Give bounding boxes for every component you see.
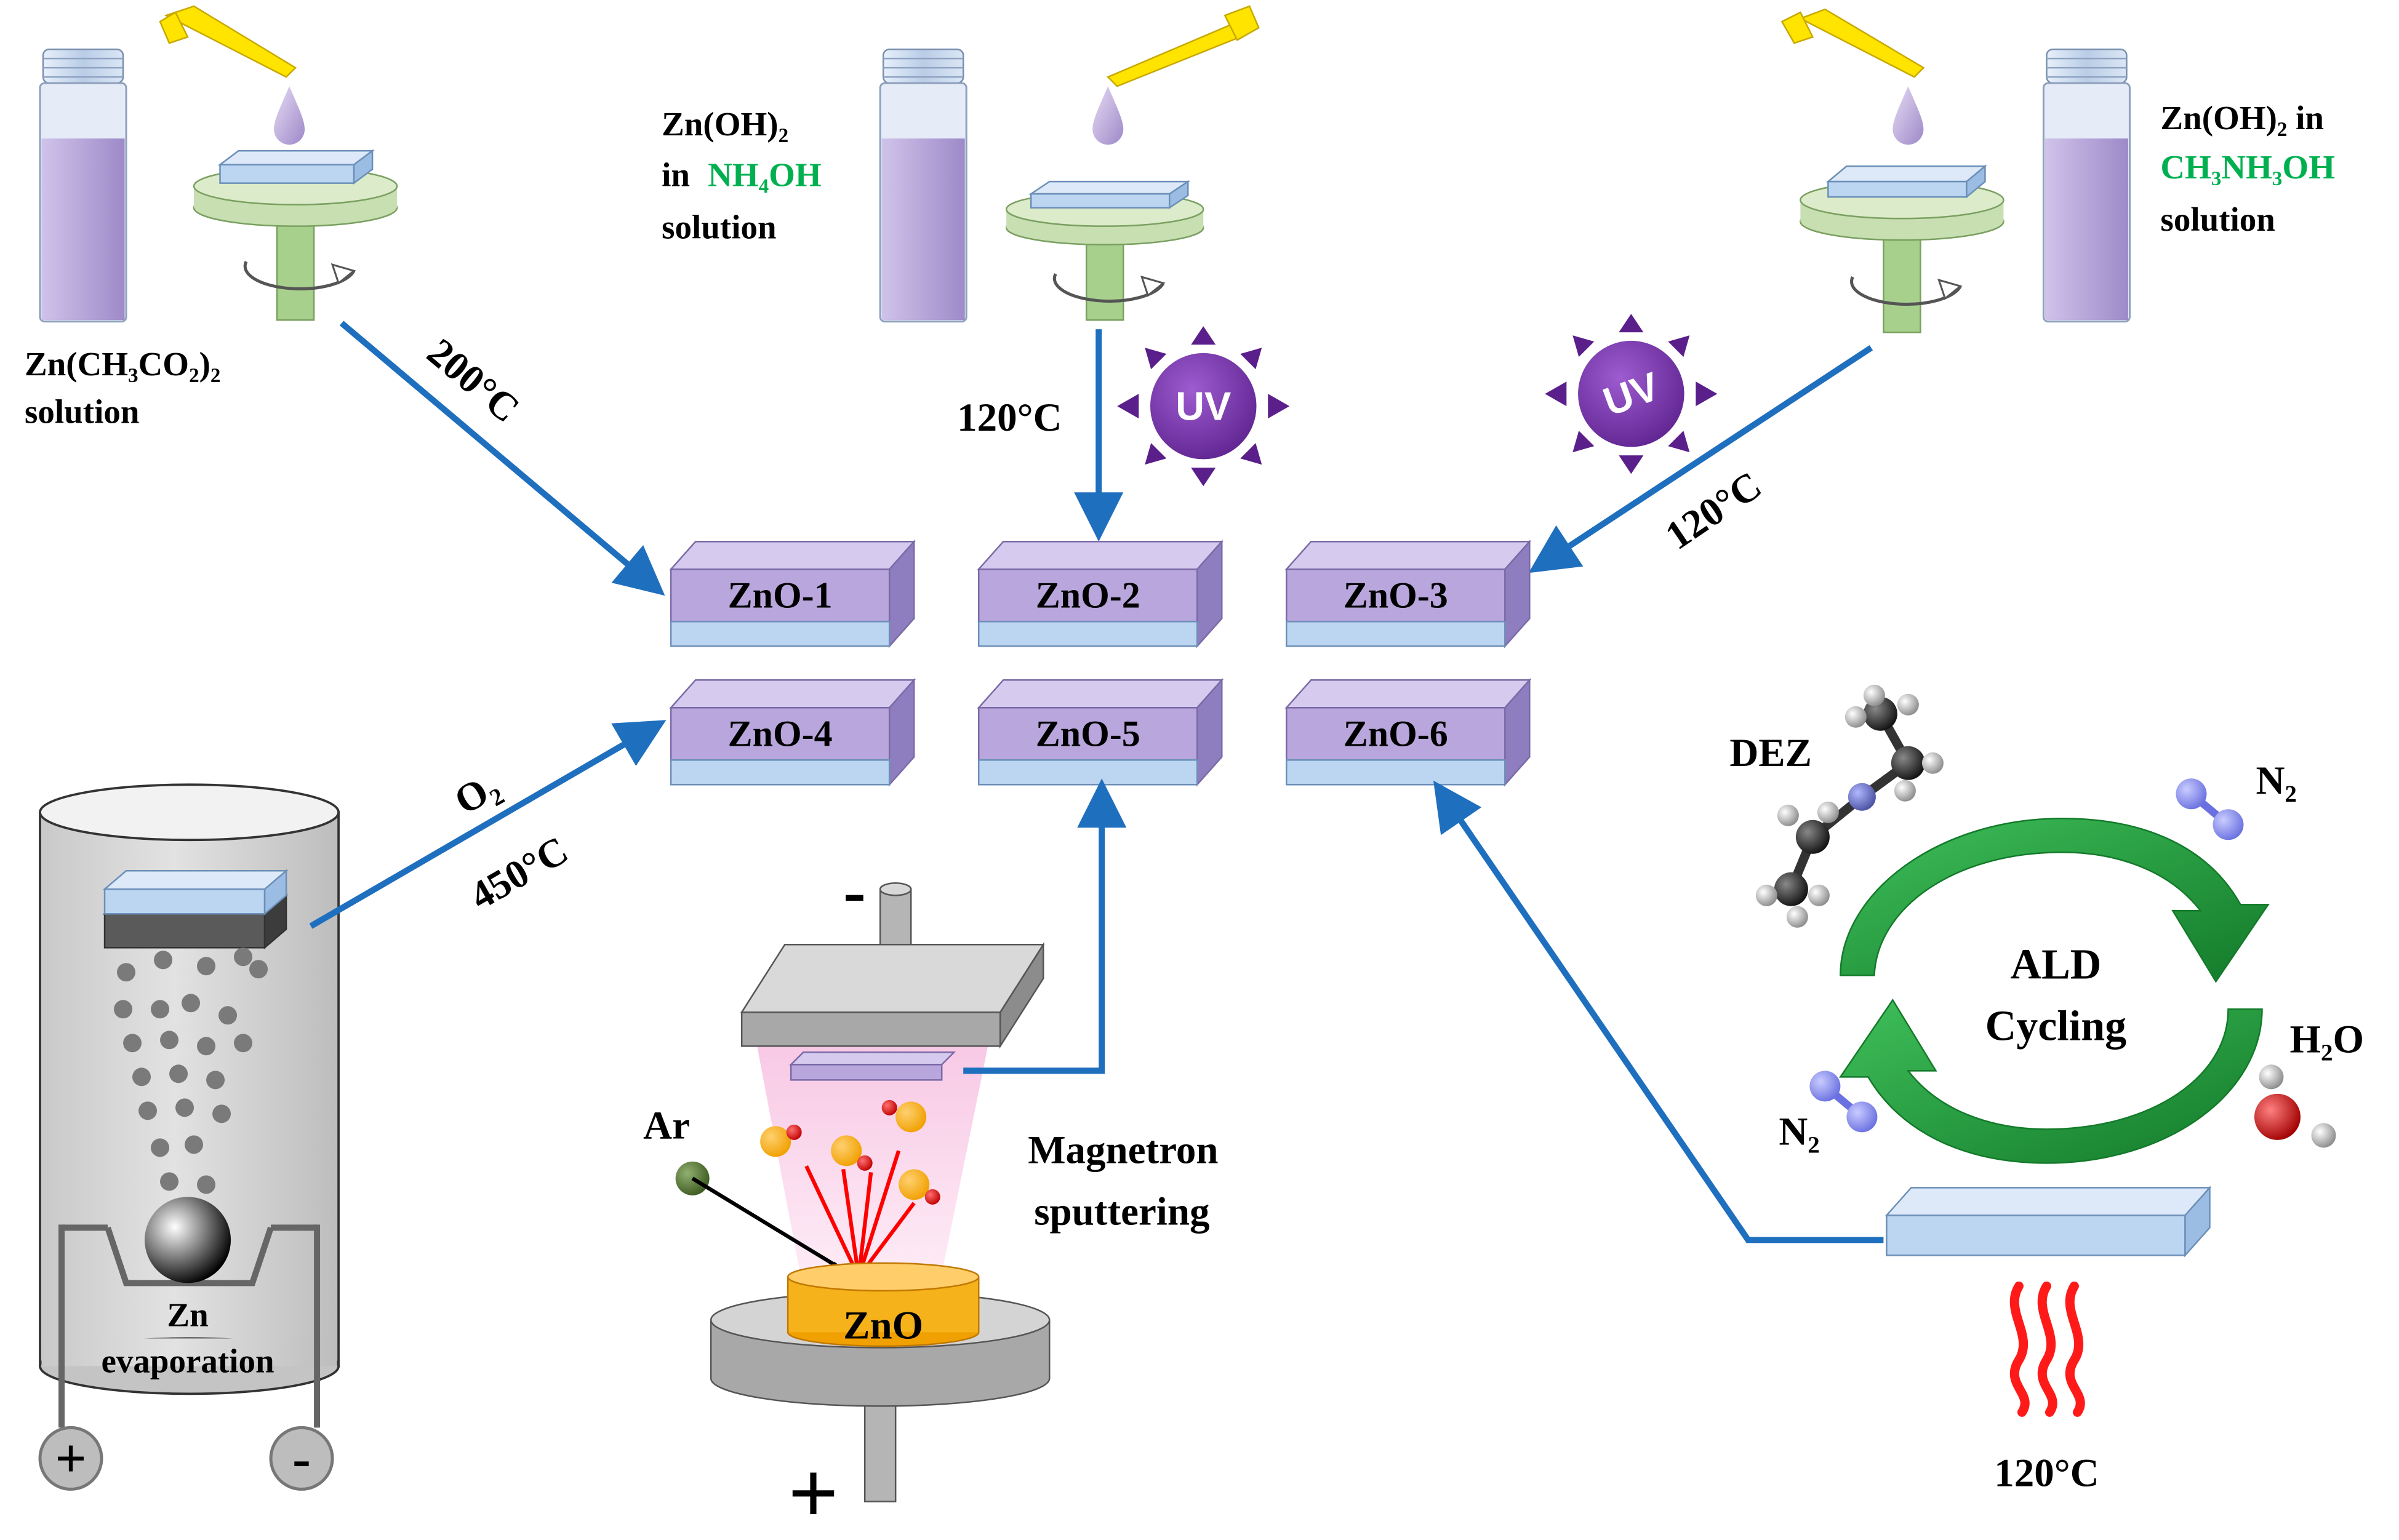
pipette-tip-3 (1780, 8, 1925, 145)
ald-cycle-label-1: ALD (2011, 941, 2102, 988)
n2-top-molecule (2176, 778, 2244, 840)
dez-molecule (1755, 684, 1944, 928)
dez-label: DEZ (1729, 731, 1812, 775)
sample-zno-1: ZnO-1 (669, 539, 916, 648)
spin3-line3: solution (2160, 201, 2275, 238)
spin-coater-1: Zn(CH₃CO₂)₂ solution 200°C (25, 5, 665, 596)
cathode (740, 882, 1045, 1081)
h2o-label: H₂O (2289, 1017, 2364, 1061)
spin1-solution-label: Zn(CH₃CO₂)₂ (25, 345, 220, 383)
evap-label-1: Zn (167, 1296, 208, 1333)
ald-temp-label: 120°C (1994, 1451, 2099, 1495)
sputter-minus-sign: - (843, 853, 866, 928)
arrow-spin1-to-zno1 (339, 321, 665, 596)
uv-label-2: UV (1175, 384, 1231, 429)
arrow-spin3-to-zno3 (1528, 345, 1873, 573)
sputter-label-1: Magnetron (1028, 1128, 1218, 1172)
sample-zno-3: ZnO-3 (1284, 539, 1532, 648)
sputter-label-2: sputtering (1034, 1189, 1209, 1234)
ar-label: Ar (643, 1103, 690, 1147)
ald-substrate (1884, 1186, 2212, 1258)
ald-cycle: DEZ N₂ ALD Cycling H₂O (1433, 684, 2364, 1495)
n2-bottom-label: N₂ (1779, 1109, 1819, 1154)
sample-label-2: ZnO-2 (1036, 575, 1140, 616)
vial-3 (2042, 48, 2131, 323)
spin3-line2: CH₃NH₃OH (2160, 148, 2335, 186)
spin2-line2a: in (662, 156, 690, 194)
substrate-evap (102, 869, 289, 950)
n2-top-label: N₂ (2256, 759, 2296, 803)
sample-zno-6: ZnO-6 (1284, 677, 1532, 787)
spin-chuck-3 (1800, 164, 2005, 333)
magnetron-sputtering: - Ar ZnO (643, 778, 1219, 1540)
evap-minus-terminal: - (269, 1426, 334, 1491)
sample-zno-4: ZnO-4 (669, 677, 916, 787)
plasma-plume (757, 1046, 988, 1274)
evaporation-boat (58, 1197, 321, 1428)
spin-chuck-1 (193, 149, 398, 321)
droplet-1 (274, 86, 305, 145)
pipette-tip-2 (1092, 5, 1260, 145)
droplet-2 (1092, 86, 1124, 145)
zn-source-ball (145, 1197, 231, 1283)
sputter-plus-sign: + (788, 1444, 839, 1540)
spin1-temp-label: 200°C (419, 330, 527, 431)
sample-zno-5: ZnO-5 (977, 677, 1224, 787)
anode-stage: ZnO (710, 1262, 1051, 1502)
evap-minus-sign: - (292, 1428, 311, 1489)
spin2-temp-label: 120°C (957, 396, 1062, 440)
spin-chuck-2 (1005, 180, 1204, 321)
arrow-ald-to-zno6 (1433, 780, 1884, 1243)
spin2-line3: solution (662, 209, 776, 246)
arrow-evap-to-zno4 (309, 720, 667, 929)
vial-2 (879, 48, 967, 323)
uv-sun-2: UV (1117, 326, 1290, 487)
target-label: ZnO (843, 1303, 923, 1347)
evap-temp-label: 450°C (463, 828, 576, 919)
sample-zno-2: ZnO-2 (977, 539, 1224, 648)
vial-1 (39, 48, 127, 323)
n2-bottom-molecule (1809, 1071, 1878, 1133)
sputtered-atoms (760, 1099, 940, 1279)
ald-cycle-label-2: Cycling (1985, 1002, 2126, 1050)
arrow-sputter-to-zno5 (963, 778, 1127, 1074)
droplet-3 (1892, 86, 1924, 145)
evap-plus-sign: + (55, 1428, 86, 1489)
spin2-line2b: NH₄OH (708, 156, 822, 194)
spin-coater-2: Zn(OH)₂ in NH₄OH solution (662, 5, 1290, 542)
sample-label-6: ZnO-6 (1344, 714, 1448, 754)
vapor-particles (114, 948, 268, 1194)
spin-coater-3: Zn(OH)₂ in CH₃NH₃OH solution 120°C UV (1528, 8, 2335, 573)
sample-label-1: ZnO-1 (728, 575, 833, 616)
evaporation-chamber: Zn evaporation + - O₂ 450°C (38, 720, 667, 1491)
ald-cycle-arrows (1839, 818, 2270, 1164)
pipette-tip-1 (159, 5, 305, 145)
spin1-solution-label-2: solution (25, 393, 139, 431)
evap-label-2: evaporation (101, 1342, 274, 1379)
spin2-line1: Zn(OH)₂ (662, 105, 788, 143)
uv-sun-3: UV (1545, 314, 1718, 474)
evap-plus-terminal: + (38, 1426, 103, 1491)
h2o-molecule (2254, 1064, 2336, 1148)
heat-icon (2009, 1281, 2085, 1417)
sample-label-5: ZnO-5 (1036, 714, 1140, 754)
sample-label-4: ZnO-4 (728, 714, 833, 754)
sample-label-3: ZnO-3 (1344, 575, 1448, 616)
spin3-line1: Zn(OH)₂ in (2160, 99, 2324, 137)
